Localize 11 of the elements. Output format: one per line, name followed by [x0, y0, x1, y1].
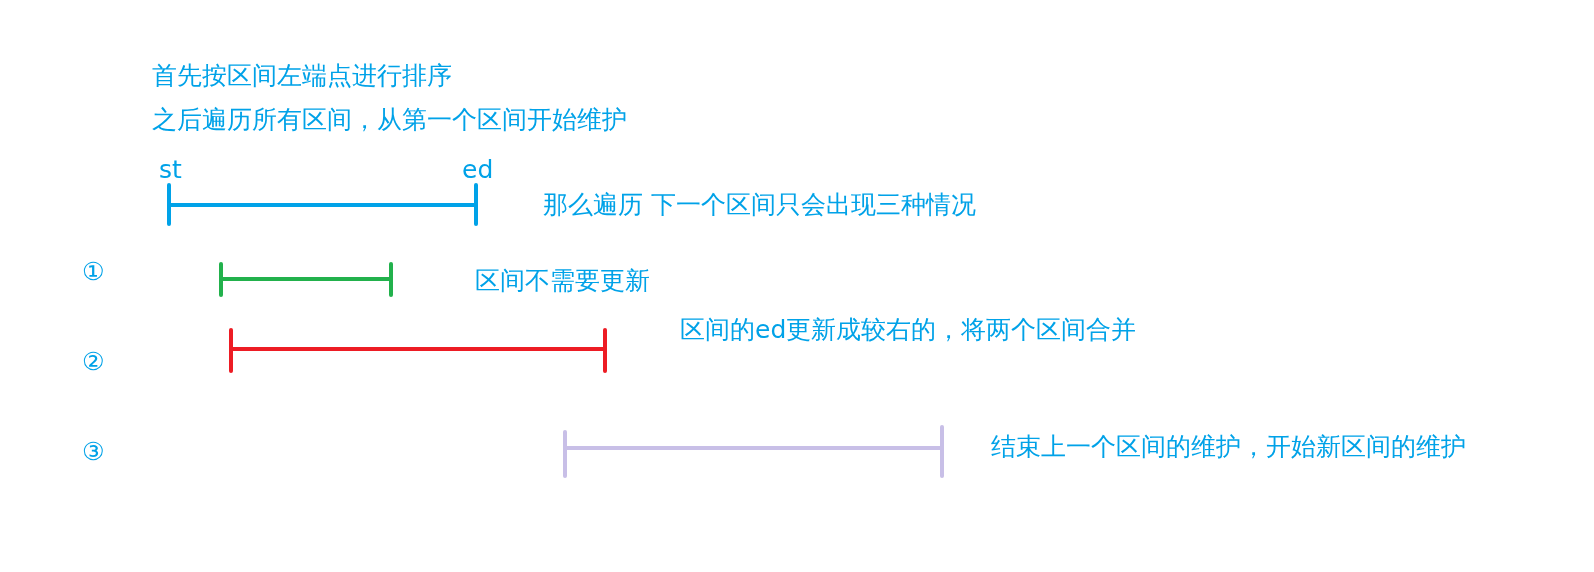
note-text: 区间不需要更新 [475, 265, 650, 297]
note-text: 首先按区间左端点进行排序 [152, 60, 452, 92]
endpoint-label: ed [462, 154, 494, 186]
case-number: ② [82, 346, 105, 378]
note-text: 那么遍历 下一个区间只会出现三种情况 [543, 189, 976, 221]
note-text: 区间的ed更新成较右的，将两个区间合并 [680, 314, 1137, 346]
note-text: 结束上一个区间的维护，开始新区间的维护 [991, 431, 1466, 463]
endpoint-label: st [159, 154, 182, 186]
note-text: 之后遍历所有区间，从第一个区间开始维护 [152, 104, 627, 136]
case-number: ③ [82, 436, 105, 468]
case-number: ① [82, 256, 105, 288]
